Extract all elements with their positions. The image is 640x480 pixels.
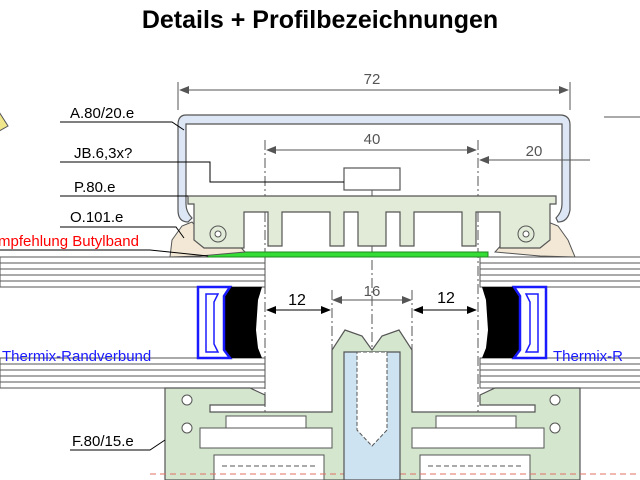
dim-edge-width: 20 bbox=[526, 143, 543, 160]
label-pressure-profile: P.80.e bbox=[74, 179, 115, 196]
dimension-lines bbox=[177, 82, 640, 314]
base-profile-slots bbox=[181, 394, 561, 449]
page-title: Details + Profilbezeichnungen bbox=[141, 6, 499, 34]
thermix-spacer-left bbox=[196, 285, 262, 360]
dim-gap-right: 12 bbox=[437, 290, 455, 307]
glass-pane-right bbox=[479, 256, 640, 389]
pressure-profile bbox=[187, 195, 557, 249]
label-spacer-right: Thermix-R bbox=[553, 348, 623, 365]
thermix-spacer-right bbox=[482, 285, 548, 360]
screw-thread bbox=[356, 351, 388, 447]
dim-inner-width: 40 bbox=[364, 131, 381, 148]
label-base-profile: F.80/15.e bbox=[72, 433, 134, 450]
pressure-profile-clips bbox=[209, 225, 535, 243]
label-gasket-outer: O.101.e bbox=[70, 209, 123, 226]
cover-profile bbox=[177, 114, 571, 223]
label-spacer-left: Thermix-Randverbund bbox=[2, 348, 151, 365]
glass-pane-left bbox=[0, 256, 266, 389]
leader-lines bbox=[0, 121, 344, 451]
dim-overall-width: 72 bbox=[364, 71, 381, 88]
label-screw: JB.6,3x? bbox=[74, 145, 132, 162]
butyl-band bbox=[207, 251, 489, 258]
dim-joint-width: 16 bbox=[364, 283, 381, 300]
label-cover-profile: A.80/20.e bbox=[70, 105, 134, 122]
screw-head bbox=[343, 167, 401, 191]
warning-icon bbox=[0, 112, 9, 132]
dim-gap-left: 12 bbox=[288, 292, 306, 309]
label-butyl-note: mpfehlung Butylband bbox=[0, 233, 139, 250]
base-profile-lower-slots bbox=[213, 454, 531, 480]
